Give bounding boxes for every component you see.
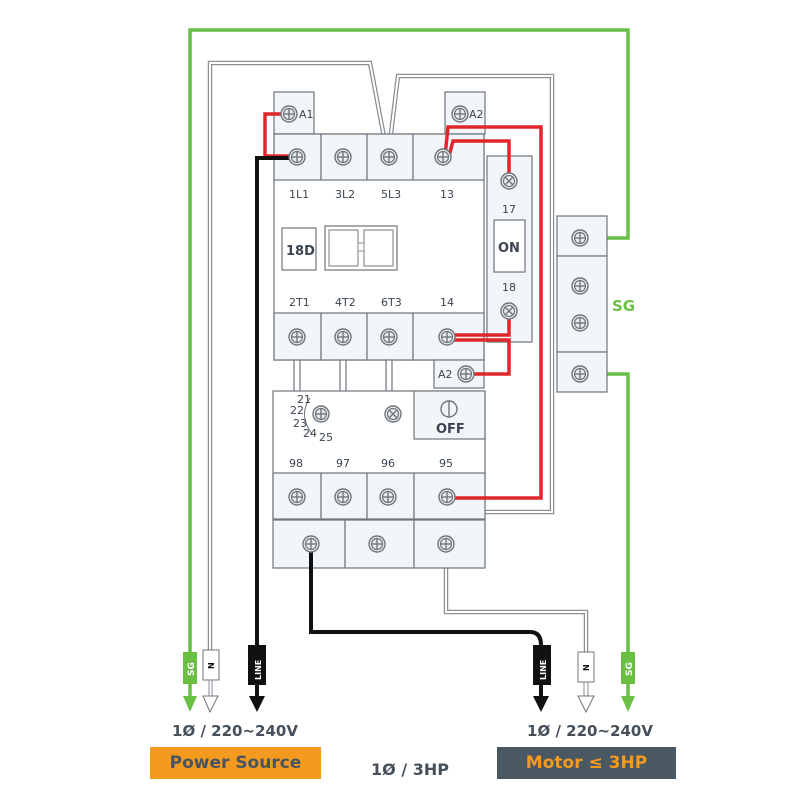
ground-block-label: SG [612,297,635,315]
model-label: 18D [286,244,315,259]
off-label: OFF [436,422,465,437]
motor-ground-tag: SG [621,652,635,712]
label-a2: A2 [469,108,484,121]
dial-23: 23 [293,417,307,430]
control-wire-13-95 [443,125,543,500]
label-97: 97 [336,457,350,470]
motor-neutral-tag: N [577,651,595,714]
dial-25: 25 [319,431,333,444]
line-wire-source [255,156,297,660]
source-n-text: N [207,662,216,669]
source-voltage: 1Ø / 220~240V [172,722,298,740]
power-source-banner: Power Source [150,747,321,779]
ground-wire-motor [582,372,630,655]
line-wire-motor [309,545,543,660]
motor-line-tag: LINE [533,645,551,712]
dial-24: 24 [303,427,317,440]
control-wire-13-17 [447,139,511,180]
dial-22: 22 [290,404,304,417]
source-neutral-tag: N [202,649,220,714]
dial-21: 21 [297,393,311,406]
source-line-text: LINE [254,660,263,680]
label-96: 96 [381,457,395,470]
label-13: 13 [440,188,454,201]
ground-wire-source [188,28,630,655]
label-4t2: 4T2 [335,296,356,309]
label-5l3: 5L3 [381,188,401,201]
motor-voltage: 1Ø / 220~240V [527,722,653,740]
motor-banner: Motor ≤ 3HP [497,747,676,779]
label-aux-a2: A2 [438,368,453,381]
model-tag [281,227,317,271]
source-line-tag: LINE [248,645,266,712]
label-6t3: 6T3 [381,296,402,309]
label-95: 95 [439,457,453,470]
motor-n-text: N [582,664,591,671]
label-98: 98 [289,457,303,470]
label-2t1: 2T1 [289,296,310,309]
source-sg-text: SG [187,662,197,676]
label-18: 18 [502,281,516,294]
on-label: ON [498,241,520,256]
motor-line-text: LINE [539,660,548,680]
source-ground-tag: SG [183,652,197,712]
control-wire-14-a2 [447,338,511,376]
label-1l1: 1L1 [289,188,309,201]
label-3l2: 3L2 [335,188,355,201]
on-button[interactable] [493,219,526,273]
diagram-title: 1Ø / 3HP [371,760,449,779]
label-17: 17 [502,203,516,216]
label-14: 14 [440,296,454,309]
neutral-wire-motor [443,545,589,660]
neutral-wire-source [207,60,391,660]
label-a1: A1 [299,108,314,121]
motor-sg-text: SG [625,662,635,676]
